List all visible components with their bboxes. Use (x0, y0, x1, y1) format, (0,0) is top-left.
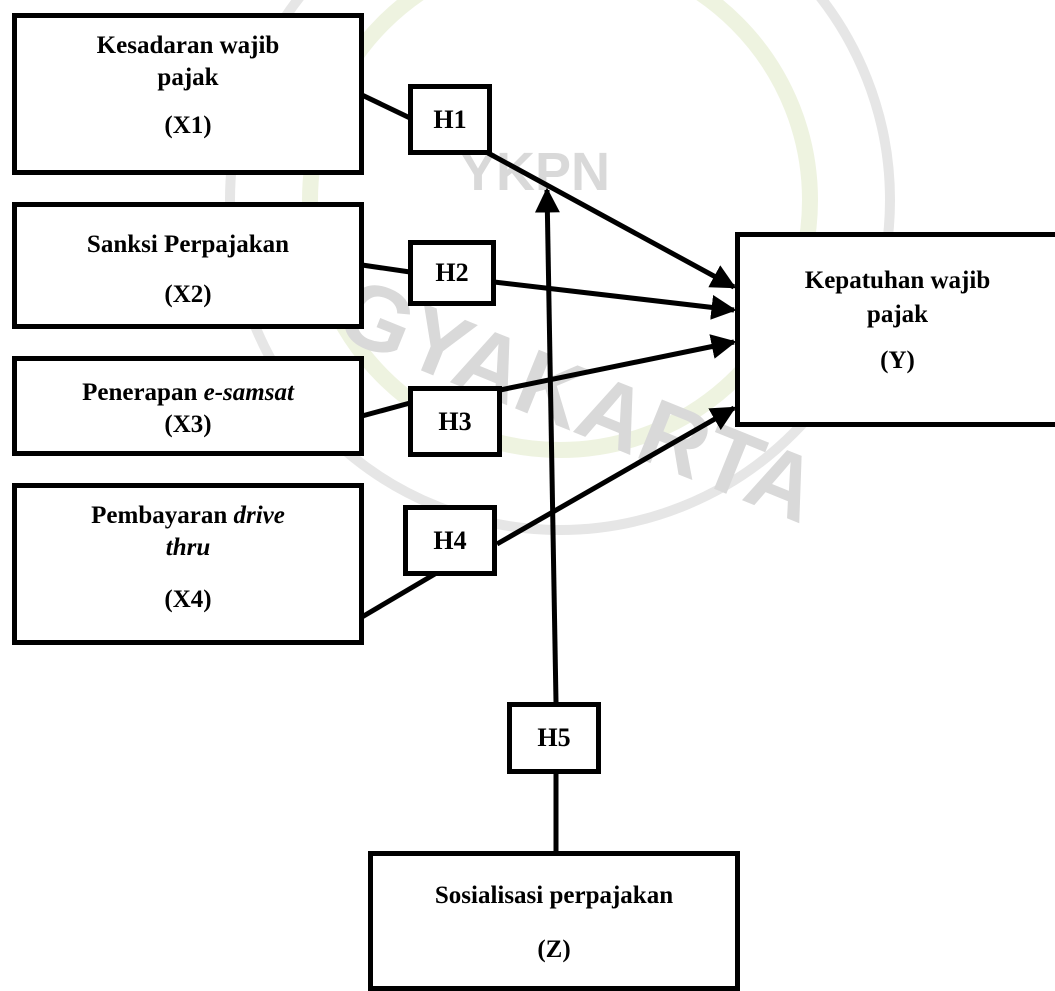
variable-box-x3: Penerapan e-samsat (X3) (12, 356, 364, 456)
x2-code: (X2) (164, 281, 212, 308)
variable-box-x4: Pembayaran drive thru (X4) (12, 483, 364, 645)
hypothesis-h5: H5 (507, 702, 601, 774)
x3-label: Penerapan e-samsat (82, 379, 294, 406)
x4-label-line2: thru (165, 534, 211, 561)
x1-label-line2: pajak (157, 64, 219, 91)
path-h2-to-y (493, 279, 737, 320)
path-x2-to-h2 (361, 262, 411, 275)
path-h5-to-h1-link (534, 187, 560, 703)
z-label: Sosialisasi perpajakan (434, 882, 674, 909)
hypothesis-h3: H3 (408, 386, 502, 457)
x1-code: (X1) (164, 112, 212, 139)
path-h1-to-y (486, 150, 737, 290)
path-h3-to-y (499, 334, 737, 393)
path-x1-to-h1 (360, 92, 412, 121)
x4-code: (X4) (164, 586, 212, 613)
y-label-line2: pajak (866, 301, 929, 328)
diagram-connectors (360, 92, 737, 853)
x1-label-line1: Kesadaran wajib (96, 32, 280, 59)
hypothesis-h4: H4 (403, 505, 497, 576)
variable-box-x2: Sanksi Perpajakan (X2) (12, 202, 364, 329)
path-h4-to-y (495, 405, 737, 547)
x2-label: Sanksi Perpajakan (86, 231, 290, 258)
path-x4-to-h4 (360, 565, 447, 620)
variable-box-x1: Kesadaran wajib pajak (X1) (12, 13, 364, 175)
variable-box-y: Kepatuhan wajib pajak (Y) (735, 232, 1055, 427)
z-code: (Z) (537, 936, 571, 963)
variable-box-z: Sosialisasi perpajakan (Z) (368, 851, 740, 991)
y-label-line1: Kepatuhan wajib (804, 267, 991, 294)
path-x3-to-h3 (361, 400, 411, 419)
hypothesis-h1: H1 (408, 84, 492, 155)
x3-code: (X3) (164, 411, 212, 438)
y-code: (Y) (880, 347, 915, 374)
hypothesis-h2: H2 (408, 240, 496, 306)
x4-label-line1: Pembayaran drive (91, 502, 285, 529)
